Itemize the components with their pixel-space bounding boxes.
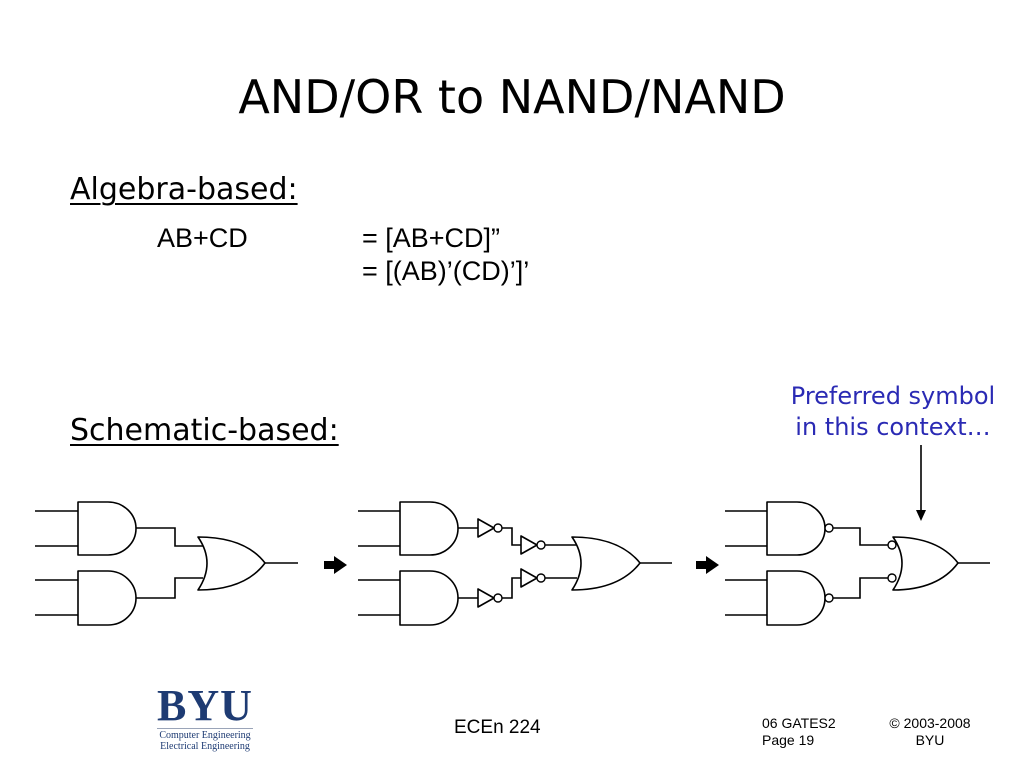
inversion-bubble bbox=[493, 593, 503, 603]
and-gate bbox=[77, 570, 137, 626]
wire bbox=[833, 527, 888, 546]
logo-department-1: Computer Engineering bbox=[159, 730, 251, 741]
algebra-heading: Algebra-based: bbox=[70, 172, 298, 207]
equation-lhs: AB+CD bbox=[157, 223, 248, 253]
inversion-bubble bbox=[824, 593, 834, 603]
callout-line-1: Preferred symbol bbox=[790, 382, 996, 410]
right-arrow-icon bbox=[696, 556, 719, 574]
wire bbox=[136, 527, 203, 547]
inverter bbox=[520, 535, 538, 555]
and-gate bbox=[77, 501, 137, 556]
lecture-info: 06 GATES2 Page 19 bbox=[762, 715, 836, 749]
copyright-years: © 2003-2008 bbox=[889, 715, 971, 731]
or-gate bbox=[197, 536, 266, 591]
page-number: Page 19 bbox=[762, 732, 815, 748]
inverter bbox=[477, 518, 495, 538]
and-gate-body bbox=[766, 570, 826, 626]
byu-logo: BYU Computer Engineering Electrical Engi… bbox=[150, 682, 260, 752]
schematic-heading: Schematic-based: bbox=[70, 413, 339, 448]
wire bbox=[502, 577, 521, 599]
inverter bbox=[520, 568, 538, 588]
and-gate-body bbox=[766, 501, 826, 556]
or-gate-body bbox=[892, 536, 959, 591]
logo-wordmark: BYU bbox=[157, 681, 253, 730]
nand-gate bbox=[766, 570, 834, 626]
copyright-info: © 2003-2008 BYU bbox=[880, 715, 980, 749]
wire bbox=[502, 527, 521, 546]
wire bbox=[136, 577, 203, 599]
nand-gate bbox=[766, 501, 834, 556]
right-arrow-icon bbox=[324, 556, 347, 574]
copyright-holder: BYU bbox=[915, 732, 945, 748]
and-gate bbox=[399, 501, 459, 556]
schematic-double-inversion bbox=[358, 501, 672, 626]
pointer-head bbox=[916, 510, 926, 521]
inversion-bubble bbox=[493, 523, 503, 533]
inversion-bubble bbox=[536, 573, 546, 583]
schematic-and-or bbox=[35, 501, 298, 626]
callout-note: Preferred symbol in this context… bbox=[770, 381, 1016, 443]
and-gate bbox=[399, 570, 459, 626]
logo-divider bbox=[157, 728, 253, 729]
slide-title: AND/OR to NAND/NAND bbox=[238, 70, 786, 124]
lecture-id: 06 GATES2 bbox=[762, 715, 836, 731]
down-arrow-icon bbox=[916, 445, 926, 521]
inversion-bubble bbox=[536, 540, 546, 550]
callout-line-2: in this context… bbox=[795, 413, 991, 441]
wire bbox=[833, 577, 888, 599]
or-gate bbox=[571, 536, 641, 591]
logo-department-2: Electrical Engineering bbox=[160, 741, 250, 752]
inversion-bubble bbox=[887, 540, 897, 550]
inverted-input-or-gate bbox=[887, 536, 959, 591]
equation-rhs-line-1: = [AB+CD]” bbox=[362, 223, 501, 253]
course-label: ECEn 224 bbox=[454, 717, 541, 738]
equation-rhs-line-2: = [(AB)’(CD)’]’ bbox=[362, 256, 530, 286]
inversion-bubble bbox=[887, 573, 897, 583]
inversion-bubble bbox=[824, 523, 834, 533]
schematic-nand-nand bbox=[725, 501, 990, 626]
inverter bbox=[477, 588, 495, 608]
